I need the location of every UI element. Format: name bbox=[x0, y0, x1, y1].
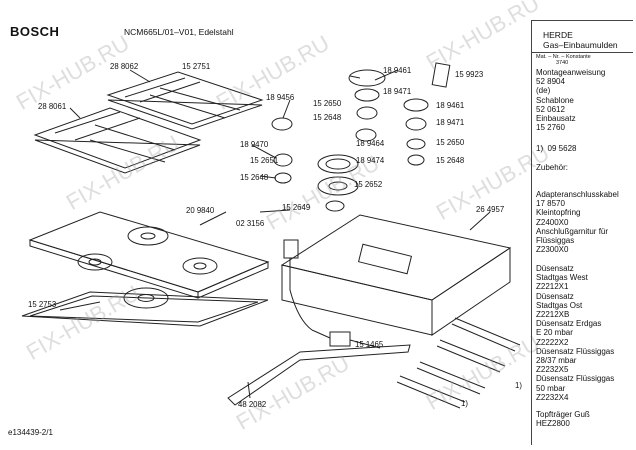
category-sub: Gas–Einbaumulden bbox=[543, 40, 618, 50]
pan-support-rear bbox=[106, 71, 264, 130]
part-label: 15 2650 bbox=[313, 99, 342, 108]
accessories-list: Adapteranschlusskabel 17 8570 Kleintopfr… bbox=[536, 190, 619, 255]
footnote-part: 1) 09 5628 bbox=[536, 144, 577, 153]
bottom-tray bbox=[280, 214, 512, 336]
part-label: 28 8062 bbox=[110, 62, 139, 71]
part-label: 15 2652 bbox=[354, 180, 383, 189]
part-label: 18 9461 bbox=[383, 66, 412, 75]
category-main: HERDE bbox=[543, 30, 573, 40]
nozzle-kits-list: Düsensatz Stadtgas West Z2212X1 Düsensat… bbox=[536, 264, 615, 402]
pan-support-front bbox=[33, 107, 202, 174]
brand-logo: BOSCH bbox=[10, 24, 60, 39]
part-label: 15 2648 bbox=[313, 113, 342, 122]
burner-parts-left bbox=[271, 117, 293, 184]
clip-part bbox=[431, 62, 451, 88]
part-label: 18 9464 bbox=[356, 139, 385, 148]
nozzle-kits bbox=[396, 317, 521, 409]
part-label: 18 9456 bbox=[266, 93, 295, 102]
accessories-heading: Zubehör: bbox=[536, 163, 569, 172]
matnr-label: Mat. – Nr. – Konstante 3740 bbox=[536, 54, 591, 66]
part-label: 02 3156 bbox=[236, 219, 265, 228]
divider bbox=[531, 52, 633, 53]
cooktop-top-panel bbox=[28, 211, 270, 309]
part-label: 18 9471 bbox=[436, 118, 465, 127]
part-label: 15 2648 bbox=[240, 173, 269, 182]
part-label: 15 2751 bbox=[182, 62, 211, 71]
document-code: e134439-2/1 bbox=[8, 428, 53, 437]
part-label: 18 9461 bbox=[436, 101, 465, 110]
part-label: 15 2648 bbox=[436, 156, 465, 165]
matnr-label-line: Mat. – Nr. – Konstante bbox=[536, 54, 591, 60]
part-label: 20 9840 bbox=[186, 206, 215, 215]
part-label: 15 2649 bbox=[282, 203, 311, 212]
pan-support-accessory: Topfträger Guß HEZ2800 bbox=[536, 410, 590, 429]
part-label: 28 8061 bbox=[38, 102, 67, 111]
part-label: 15 2650 bbox=[436, 138, 465, 147]
part-label: 26 4957 bbox=[476, 205, 505, 214]
footnote-marker: 1) bbox=[515, 381, 522, 390]
model-title: NCM665L/01–V01, Edelstahl bbox=[124, 27, 234, 37]
bracket-rail bbox=[227, 344, 411, 406]
divider bbox=[531, 20, 633, 21]
connector-plug bbox=[329, 331, 351, 347]
install-docs: Montageanweisung 52 8904 (de) Schablone … bbox=[536, 68, 606, 133]
part-label: 18 9470 bbox=[240, 140, 269, 149]
part-label: 48 2082 bbox=[238, 400, 267, 409]
part-label: 18 9471 bbox=[383, 87, 412, 96]
part-label: 18 9474 bbox=[356, 156, 385, 165]
info-panel bbox=[531, 20, 634, 445]
matnr-value: 3740 bbox=[556, 60, 569, 66]
ignition-cable bbox=[289, 258, 313, 331]
seal-frame bbox=[21, 291, 269, 327]
part-label: 15 2651 bbox=[250, 156, 279, 165]
part-label: 15 9923 bbox=[455, 70, 484, 79]
burner-parts-center bbox=[317, 69, 386, 212]
ignition-unit bbox=[283, 239, 299, 259]
burner-parts-right bbox=[403, 98, 429, 166]
part-label: 15 2753 bbox=[28, 300, 57, 309]
footnote-marker: 1) bbox=[461, 399, 468, 408]
part-label: 15 1465 bbox=[355, 340, 384, 349]
